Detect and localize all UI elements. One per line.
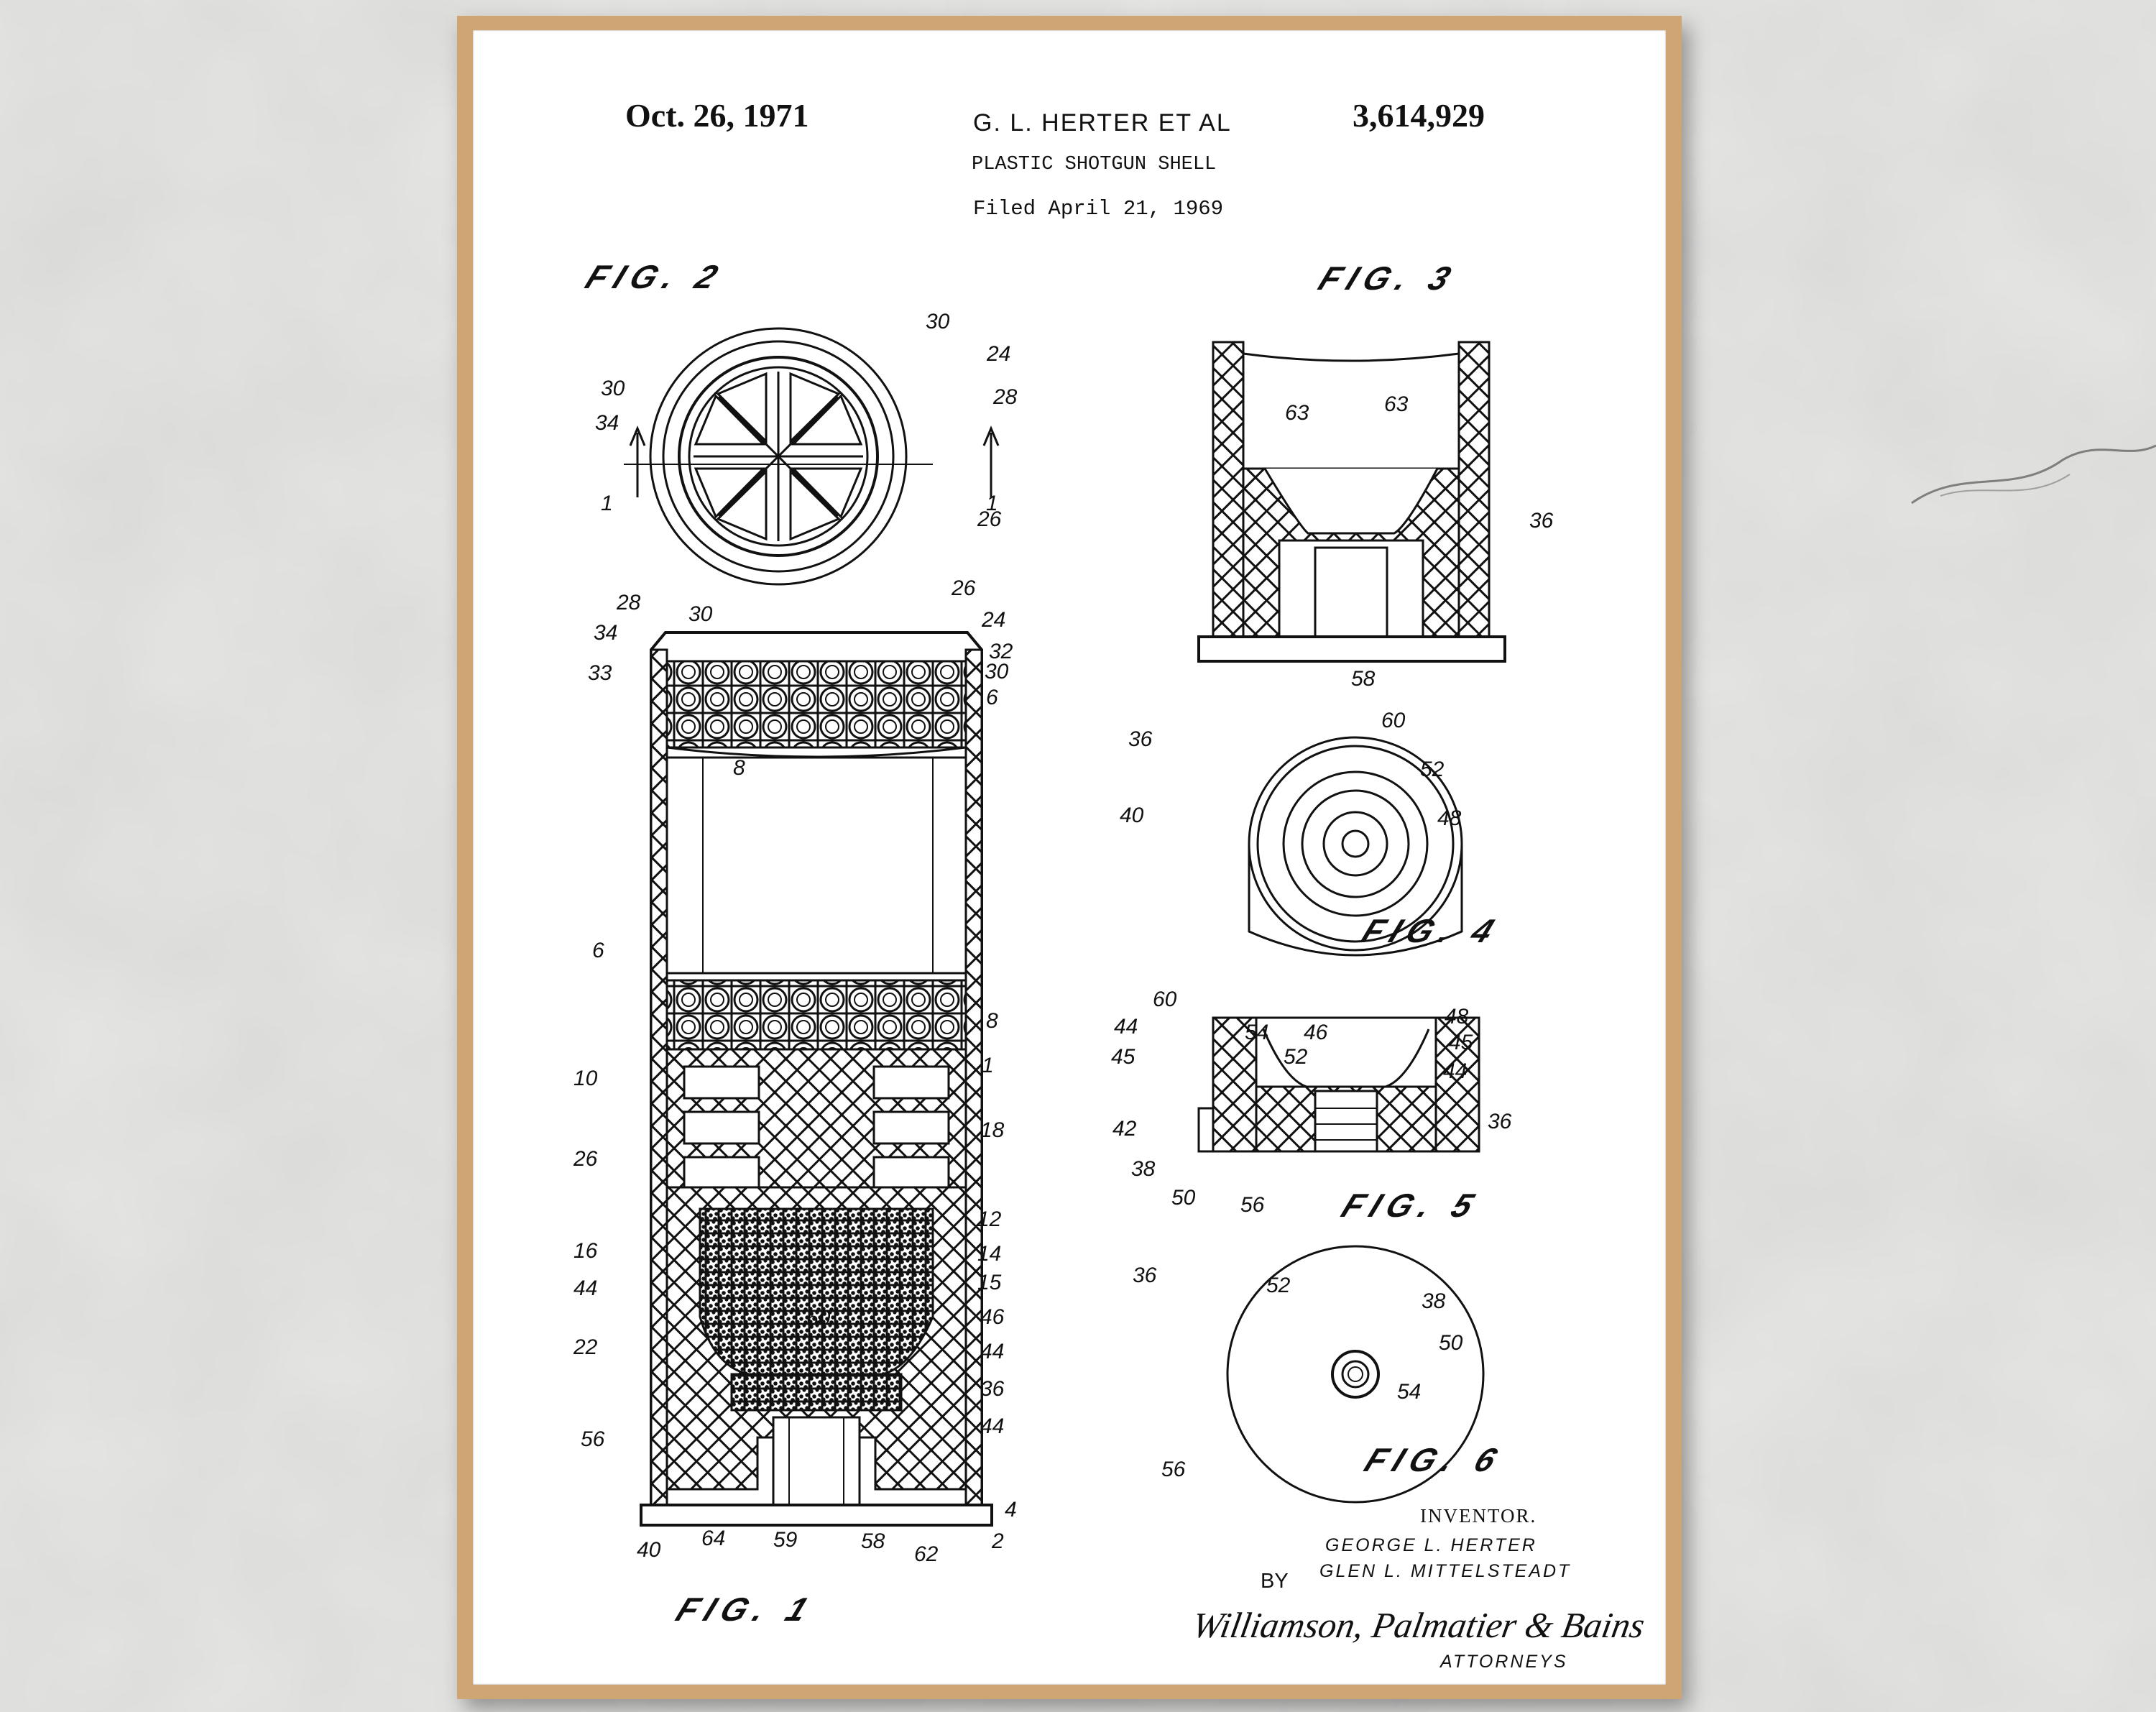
ref-fig3-63b: 63 [1384, 392, 1409, 416]
ref-fig5-38: 38 [1131, 1157, 1156, 1181]
fig-6-label: FIG. 6 [1359, 1441, 1510, 1478]
ref-fig3-63a: 63 [1285, 401, 1309, 425]
ref-fig1-10: 10 [573, 1067, 598, 1090]
fig-4-label: FIG. 4 [1356, 912, 1507, 949]
fig-5-label: FIG. 5 [1336, 1187, 1487, 1224]
ref-fig6-36: 36 [1133, 1264, 1157, 1287]
ref-fig5-36: 36 [1488, 1110, 1512, 1133]
ref-fig1-22: 22 [573, 1335, 598, 1359]
ref-fig1-32: 32 [989, 640, 1013, 663]
ref-fig1-26b: 26 [573, 1147, 598, 1171]
ref-fig1-28: 28 [616, 591, 641, 615]
ref-fig1-30b: 30 [985, 660, 1009, 684]
section-mark-right: 1 [986, 492, 998, 515]
patent-subject: PLASTIC SHOTGUN SHELL [972, 154, 1217, 175]
ref-fig5-44b: 44 [1443, 1059, 1467, 1083]
fig-1-label: FIG. 1 [671, 1591, 821, 1628]
ref-fig1-33: 33 [588, 661, 612, 685]
inventor-name-2: GLEN L. MITTELSTEADT [1319, 1561, 1572, 1581]
ref-fig1-44b: 44 [980, 1340, 1004, 1363]
ref-fig1-59: 59 [773, 1528, 798, 1552]
ref-fig6-50: 50 [1439, 1331, 1463, 1355]
ref-fig1-16: 16 [573, 1239, 598, 1263]
ref-fig2-26: 26 [977, 507, 1002, 531]
ref-fig4-60: 60 [1381, 709, 1406, 732]
inventor-heading: G. L. HERTER ET AL [973, 109, 1232, 137]
ref-fig1-2: 2 [991, 1529, 1004, 1553]
attorney-signature: Williamson, Palmatier & Bains [1189, 1605, 1648, 1645]
inventor-label: INVENTOR. [1420, 1505, 1537, 1527]
ref-fig1-46: 46 [980, 1305, 1005, 1329]
patent-number: 3,614,929 [1353, 97, 1485, 134]
by-label: BY [1261, 1570, 1289, 1593]
ref-fig1-30a: 30 [688, 602, 713, 626]
ref-fig6-54: 54 [1397, 1380, 1421, 1404]
patent-drawing: 30 30 24 28 34 26 1 1 28 30 26 24 34 32 … [573, 310, 1554, 1566]
ref-fig1-24: 24 [981, 608, 1005, 632]
ref-fig2-34: 34 [595, 411, 619, 435]
ref-fig2-24: 24 [986, 342, 1010, 366]
patent-date: Oct. 26, 1971 [625, 97, 809, 134]
filed-date: Filed April 21, 1969 [973, 197, 1224, 221]
ref-fig1-64: 64 [701, 1527, 725, 1550]
ref-fig1-58: 58 [861, 1529, 885, 1553]
ref-fig1-44c: 44 [980, 1414, 1004, 1438]
fig-1-drawing [640, 631, 993, 1527]
ref-fig1-4: 4 [1005, 1498, 1017, 1522]
ref-fig1-56: 56 [581, 1427, 605, 1451]
ref-fig4-40: 40 [1120, 804, 1144, 827]
ref-fig1-12: 12 [977, 1207, 1002, 1231]
ref-fig1-18: 18 [980, 1118, 1005, 1142]
ref-fig5-50: 50 [1171, 1186, 1196, 1210]
section-mark-left: 1 [601, 492, 613, 515]
fig-6-drawing [1226, 1245, 1485, 1504]
fig-2-drawing [624, 327, 1000, 586]
ref-fig6-38: 38 [1422, 1289, 1446, 1313]
ref-fig6-56: 56 [1161, 1458, 1186, 1481]
ref-fig5-42: 42 [1112, 1117, 1137, 1141]
ref-fig5-45b: 45 [1111, 1045, 1135, 1069]
ref-fig1-36: 36 [980, 1377, 1005, 1401]
ref-fig1-62: 62 [914, 1542, 939, 1566]
attorneys-label: ATTORNEYS [1440, 1652, 1568, 1672]
ref-fig1-60: 60 [806, 1307, 831, 1330]
ref-fig4-52: 52 [1420, 758, 1445, 781]
ref-fig1-1: 1 [982, 1054, 994, 1077]
patent-sheet: Oct. 26, 1971 G. L. HERTER ET AL 3,614,9… [473, 30, 1666, 1685]
ref-fig4-48: 48 [1437, 806, 1462, 830]
ref-fig1-26a: 26 [951, 576, 976, 600]
ref-fig2-30b: 30 [601, 377, 625, 400]
ref-fig5-56: 56 [1240, 1193, 1265, 1217]
ref-fig5-44a: 44 [1114, 1015, 1138, 1039]
ref-fig6-52: 52 [1266, 1274, 1291, 1297]
ref-fig1-14: 14 [977, 1242, 1001, 1266]
poster-frame: Oct. 26, 1971 G. L. HERTER ET AL 3,614,9… [457, 16, 1682, 1699]
ref-fig4-36: 36 [1128, 727, 1153, 751]
ref-fig2-30a: 30 [926, 310, 950, 333]
ref-fig5-46: 46 [1304, 1021, 1328, 1044]
ref-fig1-40: 40 [637, 1538, 661, 1562]
ref-fig3-36: 36 [1529, 509, 1554, 533]
ref-fig1-8a: 8 [733, 756, 745, 780]
ref-fig5-54: 54 [1245, 1021, 1268, 1044]
ref-fig5-48: 48 [1445, 1005, 1469, 1028]
ref-fig5-52: 52 [1284, 1045, 1308, 1069]
ref-fig1-15: 15 [977, 1271, 1002, 1294]
fig-2-label: FIG. 2 [580, 258, 731, 295]
fig-3-label: FIG. 3 [1313, 259, 1464, 297]
inventor-name-1: GEORGE L. HERTER [1325, 1535, 1537, 1555]
ref-fig1-8b: 8 [986, 1009, 998, 1033]
ref-fig3-58: 58 [1351, 667, 1376, 691]
ref-fig1-34: 34 [594, 621, 617, 645]
fig-3-drawing [1197, 341, 1506, 663]
fig-4-drawing [1248, 736, 1463, 957]
fig-5-drawing [1197, 1016, 1480, 1153]
ref-fig5-60: 60 [1153, 988, 1177, 1011]
ref-fig1-6b: 6 [592, 939, 604, 962]
ref-fig1-44a: 44 [573, 1276, 597, 1300]
ref-fig1-6a: 6 [986, 686, 998, 709]
ref-fig2-28: 28 [992, 385, 1018, 409]
ref-fig5-45a: 45 [1449, 1031, 1473, 1054]
